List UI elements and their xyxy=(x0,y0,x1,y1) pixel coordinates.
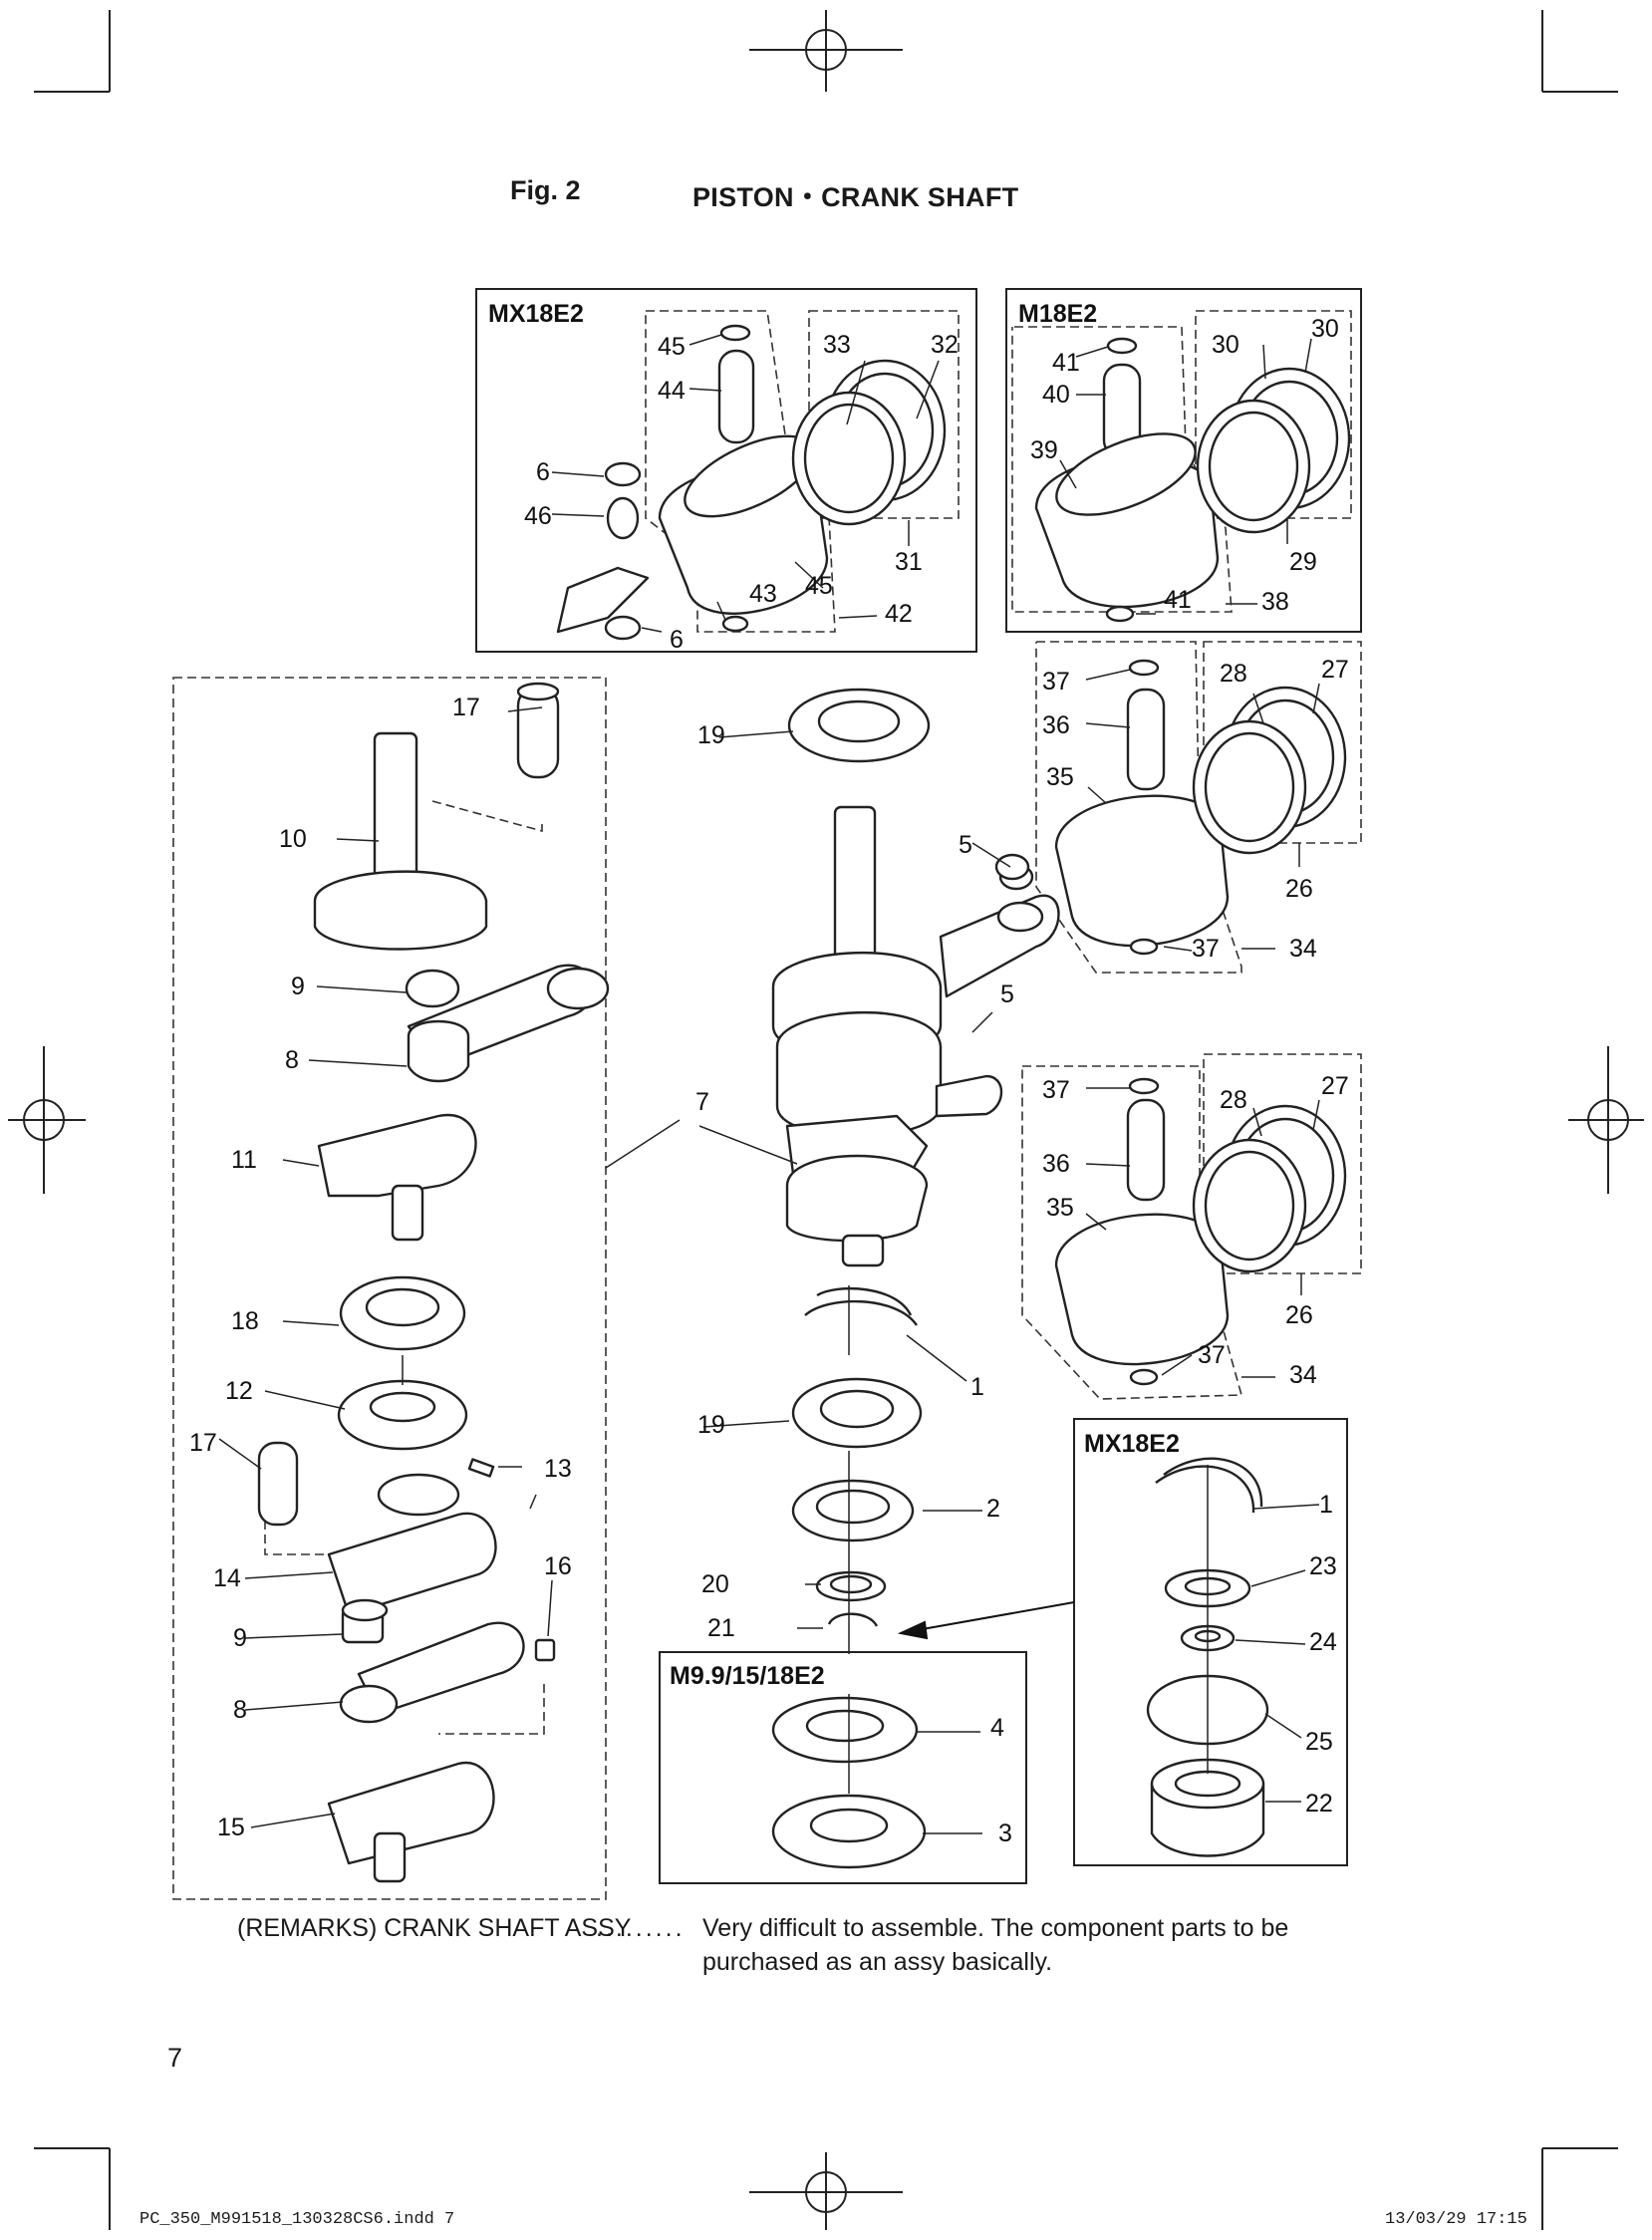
callout: 18 xyxy=(231,1307,259,1335)
callout: 41 xyxy=(1052,349,1080,377)
figure-title: PISTON・CRANK SHAFT xyxy=(692,182,1019,212)
callout: 37 xyxy=(1042,1076,1070,1104)
inset-frames xyxy=(475,288,1362,1884)
remarks-heading: (REMARKS) CRANK SHAFT ASSY xyxy=(237,1914,632,1942)
callout: 20 xyxy=(701,1570,729,1598)
callout: 38 xyxy=(1261,588,1289,616)
callout: 5 xyxy=(959,831,972,859)
callout: 17 xyxy=(452,694,480,721)
callout: 35 xyxy=(1046,763,1074,791)
callout: 7 xyxy=(695,1088,709,1116)
callout: 41 xyxy=(1164,586,1192,614)
leader-lines xyxy=(218,334,1320,1834)
callout: 43 xyxy=(749,580,777,608)
callout: 26 xyxy=(1285,875,1313,903)
callout: 44 xyxy=(658,377,686,405)
callout: 37 xyxy=(1198,1341,1226,1369)
callout: 30 xyxy=(1311,315,1339,343)
callout: 15 xyxy=(217,1814,245,1841)
callout: 42 xyxy=(885,600,913,628)
callout: 30 xyxy=(1212,331,1239,359)
part-callouts: 45 44 33 32 6 46 31 43 45 42 6 41 40 39 … xyxy=(189,315,1349,1847)
callout: 34 xyxy=(1289,935,1317,963)
callout: 34 xyxy=(1289,1361,1317,1389)
callout: 16 xyxy=(544,1552,572,1580)
crop-marks xyxy=(34,10,1618,2230)
registration-marks xyxy=(8,10,1644,2230)
callout: 8 xyxy=(285,1046,299,1074)
callout: 13 xyxy=(544,1455,572,1483)
callout: 6 xyxy=(670,626,684,654)
callout: 37 xyxy=(1192,935,1220,963)
callout: 11 xyxy=(231,1146,257,1174)
inset-label-m9-15-18e2: M9.9/15/18E2 xyxy=(670,1662,825,1690)
callout: 9 xyxy=(233,1624,247,1652)
callout: 6 xyxy=(536,458,550,486)
callout: 12 xyxy=(225,1377,253,1405)
callout: 23 xyxy=(1309,1552,1337,1580)
file-slug: PC_350_M991518_130328CS6.indd 7 xyxy=(139,2210,455,2229)
callout: 46 xyxy=(524,502,552,530)
callout: 14 xyxy=(213,1564,241,1592)
callout: 29 xyxy=(1289,548,1317,576)
callout: 1 xyxy=(970,1373,984,1401)
callout: 32 xyxy=(931,331,959,359)
inset-label-mx18e2-top: MX18E2 xyxy=(488,300,584,328)
callout: 22 xyxy=(1305,1790,1333,1818)
callout: 36 xyxy=(1042,711,1070,739)
callout: 10 xyxy=(279,825,307,853)
callout: 19 xyxy=(697,721,725,749)
callout: 4 xyxy=(990,1714,1004,1742)
callout: 39 xyxy=(1030,436,1058,464)
callout: 28 xyxy=(1220,660,1247,688)
callout: 17 xyxy=(189,1429,217,1457)
callout: 31 xyxy=(895,548,923,576)
inset-label-mx18e2-bottom: MX18E2 xyxy=(1084,1430,1180,1458)
inset-label-m18e2: M18E2 xyxy=(1018,300,1097,328)
callout: 24 xyxy=(1309,1628,1337,1656)
callout: 1 xyxy=(1319,1491,1333,1519)
callout: 36 xyxy=(1042,1150,1070,1178)
arrow xyxy=(897,1601,1075,1640)
page-number: 7 xyxy=(167,2043,183,2073)
callout: 45 xyxy=(805,572,833,600)
callout: 37 xyxy=(1042,668,1070,696)
callout: 19 xyxy=(697,1411,725,1439)
callout: 45 xyxy=(658,333,686,361)
remarks-leader: ......... xyxy=(596,1914,686,1942)
callout: 2 xyxy=(986,1495,1000,1523)
figure-label: Fig. 2 xyxy=(510,175,581,205)
callout: 27 xyxy=(1321,1072,1349,1100)
part-drawings xyxy=(257,324,1351,1883)
timestamp: 13/03/29 17:15 xyxy=(1385,2210,1527,2229)
callout: 26 xyxy=(1285,1301,1313,1329)
callout: 27 xyxy=(1321,656,1349,684)
callout: 9 xyxy=(291,973,305,1000)
remarks-text: Very difficult to assemble. The componen… xyxy=(702,1914,1289,1976)
callout: 8 xyxy=(233,1696,247,1724)
callout: 28 xyxy=(1220,1086,1247,1114)
callout: 21 xyxy=(707,1614,735,1642)
callout: 5 xyxy=(1000,980,1014,1008)
callout: 33 xyxy=(823,331,851,359)
callout: 25 xyxy=(1305,1728,1333,1756)
callout: 40 xyxy=(1042,381,1070,409)
callout: 35 xyxy=(1046,1194,1074,1222)
callout: 3 xyxy=(998,1820,1012,1847)
